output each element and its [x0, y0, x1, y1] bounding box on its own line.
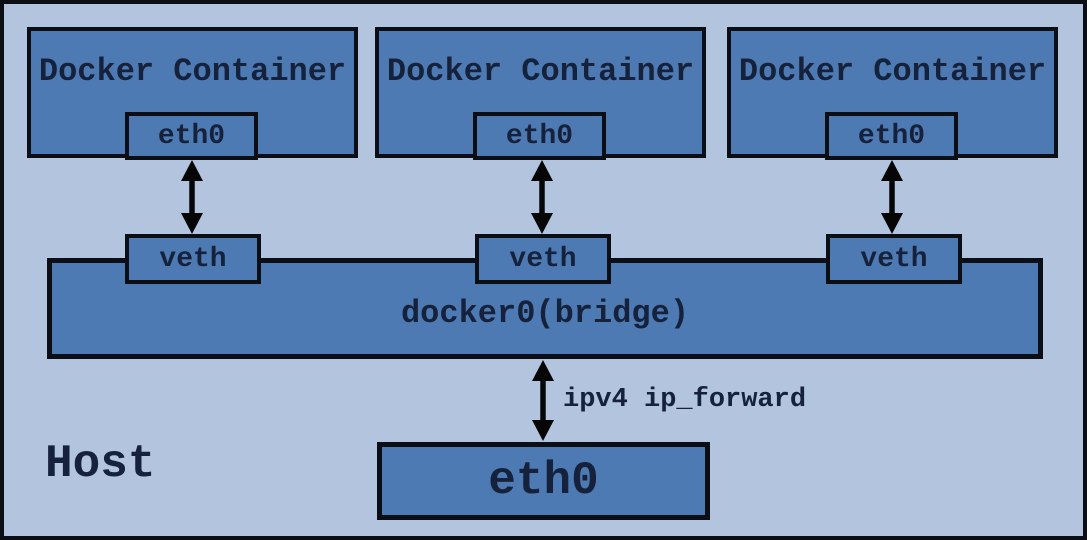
- host-eth0-box: eth0: [377, 442, 710, 520]
- container-eth0-label: eth0: [857, 120, 926, 152]
- docker0-bridge-label: docker0(bridge): [400, 295, 690, 332]
- container-eth0-box-2: eth0: [473, 112, 606, 160]
- docker-container-label: Docker Container: [738, 53, 1047, 90]
- veth-label: veth: [509, 243, 577, 275]
- docker-container-label: Docker Container: [38, 53, 347, 90]
- container-eth0-label: eth0: [505, 120, 574, 152]
- container-eth0-label: eth0: [157, 120, 226, 152]
- veth-box-1: veth: [125, 234, 261, 284]
- ip-forward-label: ipv4 ip_forward: [563, 385, 807, 415]
- veth-label: veth: [159, 243, 227, 275]
- container-eth0-box-3: eth0: [825, 112, 958, 160]
- veth-box-2: veth: [475, 234, 611, 284]
- docker-container-label: Docker Container: [386, 53, 695, 90]
- host-eth0-label: eth0: [488, 455, 599, 507]
- veth-box-3: veth: [826, 234, 962, 284]
- host-label: Host: [45, 438, 156, 490]
- veth-label: veth: [860, 243, 928, 275]
- container-eth0-box-1: eth0: [125, 112, 258, 160]
